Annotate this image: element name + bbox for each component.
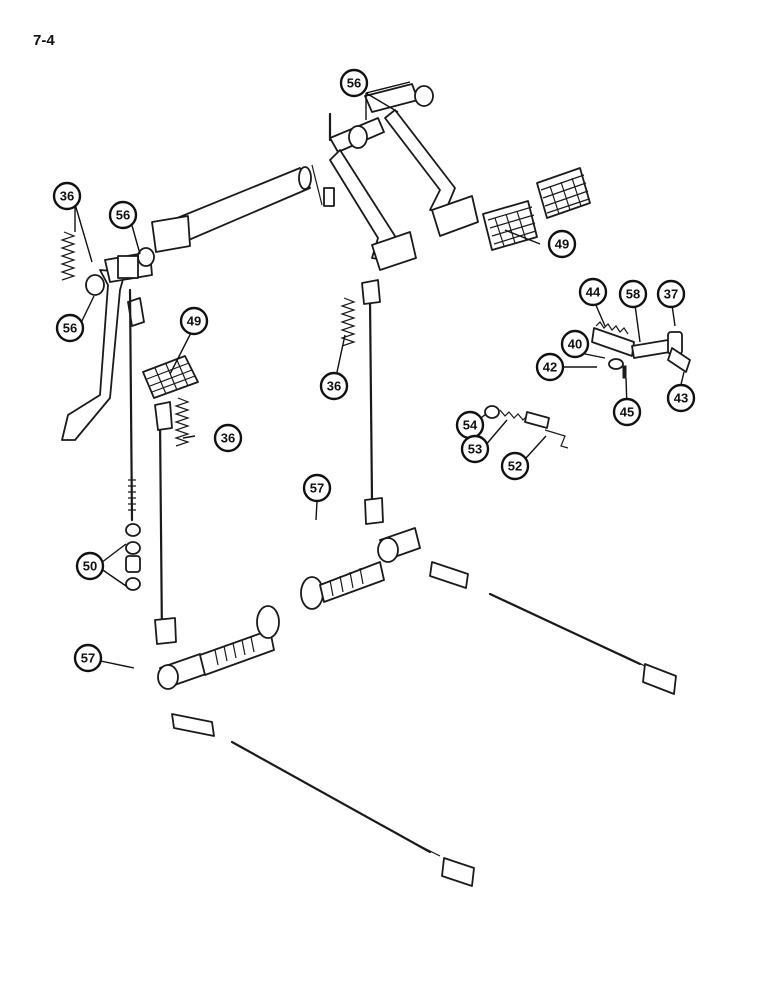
callout-42: 42: [535, 352, 565, 382]
callout-43: 43: [666, 383, 696, 413]
nut-group: [125, 523, 141, 591]
callout-50: 50: [75, 551, 105, 581]
svg-text:56: 56: [63, 321, 77, 336]
callout-56-b: 56: [108, 200, 138, 230]
callout-36-a: 36: [52, 181, 82, 211]
svg-text:58: 58: [626, 287, 640, 302]
svg-text:49: 49: [555, 237, 569, 252]
svg-text:57: 57: [310, 481, 324, 496]
left-pedal-assembly: [61, 247, 155, 441]
callout-56-a: 56: [339, 68, 369, 98]
callout-45: 45: [612, 397, 642, 427]
left-lower-cable: [171, 713, 475, 887]
adjuster-assembly: [484, 405, 569, 449]
right-lower-cable: [429, 561, 677, 695]
svg-text:36: 36: [60, 189, 74, 204]
callout-57-bottom: 57: [73, 643, 103, 673]
svg-text:50: 50: [83, 559, 97, 574]
callout-40: 40: [560, 329, 590, 359]
svg-text:43: 43: [674, 391, 688, 406]
spring-center: [340, 297, 356, 347]
callout-57-top: 57: [302, 473, 332, 503]
callout-53: 53: [460, 434, 490, 464]
center-brake-rod: [361, 279, 384, 525]
svg-text:44: 44: [586, 285, 601, 300]
svg-text:36: 36: [221, 431, 235, 446]
callout-36-b: 36: [213, 423, 243, 453]
spring-left-lower: [174, 397, 190, 447]
svg-text:45: 45: [620, 405, 634, 420]
latch-mechanism: [591, 321, 691, 379]
svg-text:53: 53: [468, 442, 482, 457]
callout-52: 52: [500, 451, 530, 481]
callout-56-c: 56: [55, 313, 85, 343]
svg-text:37: 37: [664, 287, 678, 302]
svg-text:56: 56: [347, 76, 361, 91]
lower-shaft-assembly: [157, 527, 421, 690]
callout-49-right: 49: [547, 229, 577, 259]
cross-shaft: [151, 166, 312, 253]
callout-49-left: 49: [179, 306, 209, 336]
callout-44: 44: [578, 277, 608, 307]
spring-left-upper: [60, 231, 76, 281]
svg-text:57: 57: [81, 651, 95, 666]
pedal-pad-left: [142, 355, 199, 399]
svg-text:42: 42: [543, 360, 557, 375]
callout-54: 54: [455, 410, 485, 440]
svg-text:36: 36: [327, 379, 341, 394]
left-brake-rods: [128, 288, 177, 645]
callout-37: 37: [656, 279, 686, 309]
svg-text:56: 56: [116, 208, 130, 223]
page-number: 7-4: [33, 32, 55, 49]
svg-text:49: 49: [187, 314, 201, 329]
svg-text:54: 54: [463, 418, 478, 433]
pedal-pad-right-1: [482, 200, 538, 251]
callout-58: 58: [618, 279, 648, 309]
svg-text:40: 40: [568, 337, 582, 352]
pedal-pad-right-2: [536, 167, 591, 219]
right-pedal-assembly: [311, 83, 479, 271]
svg-text:52: 52: [508, 459, 522, 474]
callout-36-c: 36: [319, 371, 349, 401]
